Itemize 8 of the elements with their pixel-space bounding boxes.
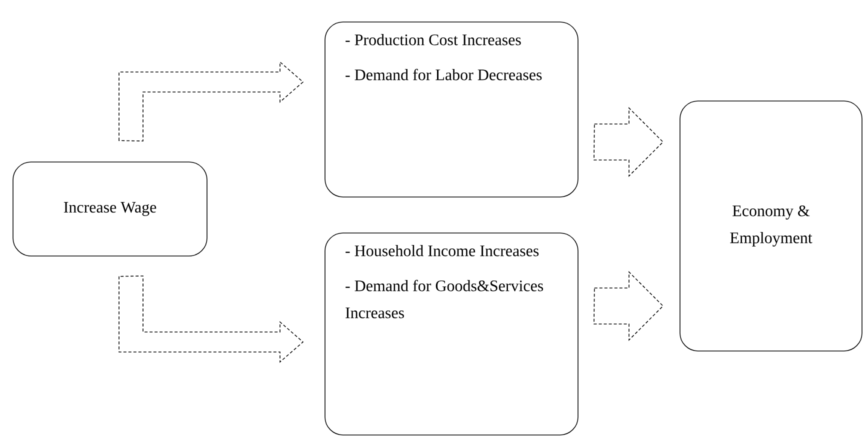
- block-arrow: [118, 61, 304, 142]
- block-arrow: [594, 107, 664, 177]
- rounded-box: Economy & Employment: [680, 100, 862, 352]
- rounded-box: - Production Cost Increases - Demand for Labor Decreases: [324, 22, 578, 198]
- block-arrow: [594, 271, 664, 341]
- rounded-box: Increase Wage: [12, 162, 208, 256]
- rounded-box: - Household Income Increases - Demand for Goods&Services Increases: [324, 232, 578, 436]
- block-arrow: [118, 276, 304, 363]
